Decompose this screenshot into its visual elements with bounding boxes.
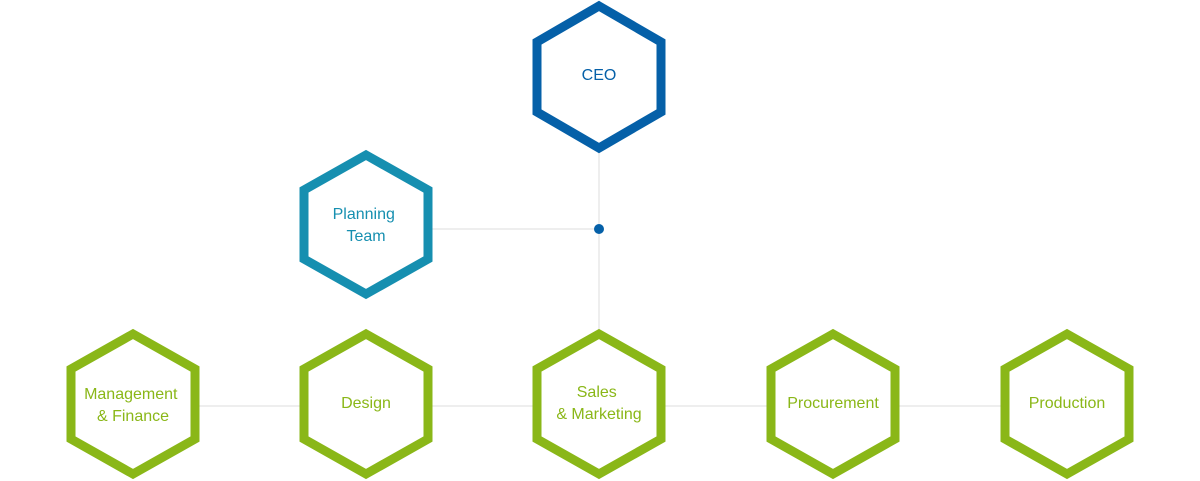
node-procurement: Procurement <box>766 328 900 480</box>
node-planning-team: Planning Team <box>299 149 433 300</box>
node-sales-marketing: Sales & Marketing <box>532 328 666 480</box>
hexagon-production <box>1000 328 1134 480</box>
node-label-production: Production <box>1029 395 1106 412</box>
node-design: Design <box>299 328 433 480</box>
node-label-design: Design <box>341 395 391 412</box>
hexagon-ceo <box>532 0 666 154</box>
node-ceo: CEO <box>532 0 666 154</box>
connector-junction-dot <box>594 224 604 234</box>
hexagon-management-finance <box>66 328 200 480</box>
node-label-design-line-1: Design <box>341 395 391 412</box>
node-management-finance: Management & Finance <box>66 328 200 480</box>
hexagon-planning-team <box>299 149 433 300</box>
node-label-planning-team: Planning Team <box>333 206 400 245</box>
hexagon-design <box>299 328 433 480</box>
node-label-procurement-line-1: Procurement <box>787 395 879 412</box>
node-label-planning-line-1: Planning <box>333 206 395 223</box>
node-production: Production <box>1000 328 1134 480</box>
node-label-ceo-line-1: CEO <box>582 67 617 84</box>
hexagon-procurement <box>766 328 900 480</box>
node-label-management-finance: Management & Finance <box>84 386 182 425</box>
node-label-sales-line-1: Sales <box>577 384 617 401</box>
node-label-sales-marketing: Sales & Marketing <box>556 384 641 423</box>
node-label-management-line-2: & Finance <box>97 408 169 425</box>
node-label-management-line-1: Management <box>84 386 178 403</box>
node-label-planning-line-2: Team <box>346 228 385 245</box>
node-label-production-line-1: Production <box>1029 395 1106 412</box>
node-label-ceo: CEO <box>582 67 617 84</box>
node-label-sales-line-2: & Marketing <box>556 406 641 423</box>
hexagon-sales-marketing <box>532 328 666 480</box>
node-label-procurement: Procurement <box>787 395 879 412</box>
